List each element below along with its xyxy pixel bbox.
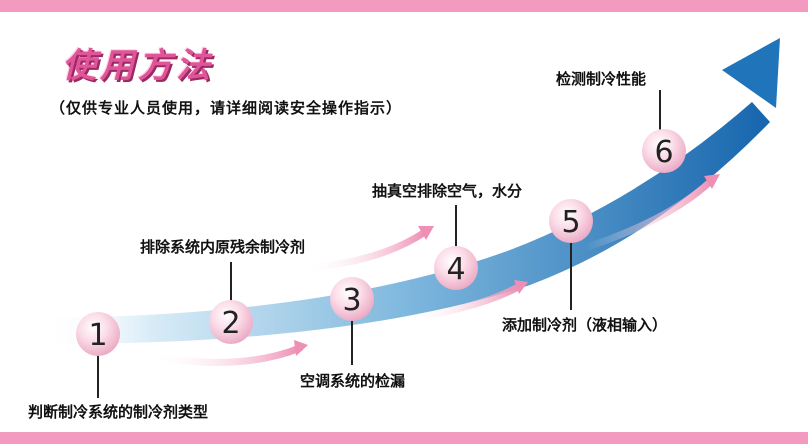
page-title: 使用方法: [62, 46, 214, 86]
step-number-2: 2: [221, 306, 240, 341]
step-number-6: 6: [654, 135, 673, 170]
step-circle-1: 1: [76, 312, 120, 356]
step-label-3: 空调系统的检漏: [300, 372, 406, 390]
step-circle-3: 3: [330, 277, 374, 321]
bottom-band: [0, 432, 808, 444]
step-label-1: 判断制冷系统的制冷剂类型: [28, 403, 209, 421]
step-label-2: 排除系统内原残余制冷剂: [140, 238, 306, 256]
top-band: [0, 0, 808, 12]
step-circle-4: 4: [434, 246, 478, 290]
leader-lines: [97, 90, 661, 398]
main-arrow-head: [722, 38, 780, 108]
step-circle-6: 6: [642, 129, 686, 173]
page-subtitle: （仅供专业人员使用，请详细阅读安全操作指示）: [50, 99, 403, 117]
step-number-3: 3: [342, 283, 361, 318]
pink-sweep-arrows: [146, 174, 720, 366]
step-number-4: 4: [446, 252, 465, 287]
step-label-5: 添加制冷剂（液相输入）: [502, 316, 668, 334]
step-circle-5: 5: [549, 199, 593, 243]
step-number-1: 1: [88, 318, 107, 353]
step-number-5: 5: [561, 205, 580, 240]
step-circle-2: 2: [209, 300, 253, 344]
step-label-4: 抽真空排除空气，水分: [372, 182, 523, 200]
step-label-6: 检测制冷性能: [556, 70, 647, 88]
